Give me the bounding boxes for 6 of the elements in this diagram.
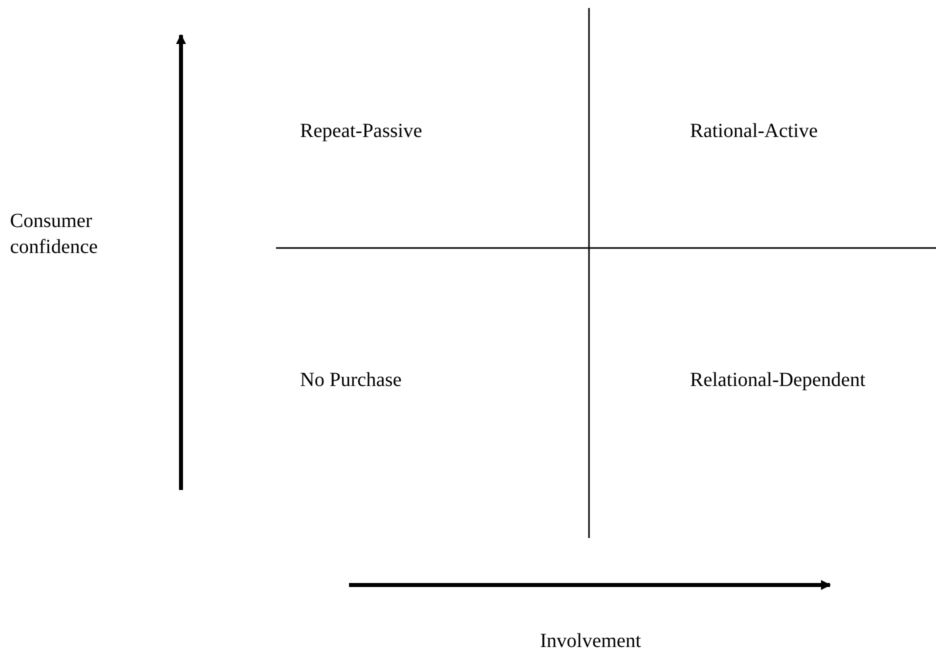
quadrant-label: Repeat-Passive — [300, 119, 422, 144]
axis-label: Consumer confidence — [10, 209, 99, 260]
quadrant-label: Relational-Dependent — [690, 368, 866, 393]
axis-label: Involvement — [540, 629, 642, 654]
quadrant-label: Rational-Active — [690, 119, 818, 144]
quadrant-label: No Purchase — [300, 368, 402, 393]
